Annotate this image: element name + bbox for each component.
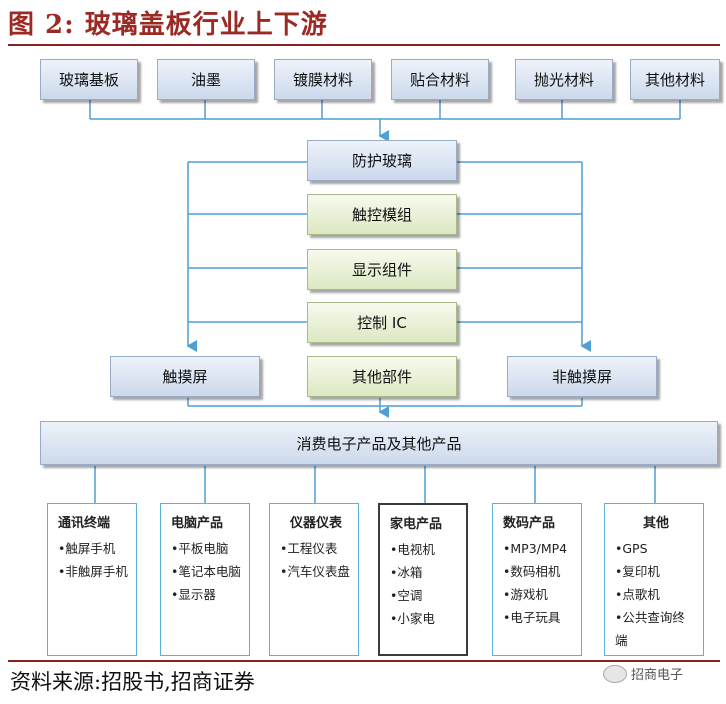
category-item: •复印机 [615, 564, 660, 579]
source-note: 资料来源:招股书,招商证券 [10, 670, 255, 694]
protective-glass-box: 防护玻璃 [307, 140, 457, 181]
consumer-electronics-bar: 消费电子产品及其他产品 [40, 421, 718, 465]
category-title: 通讯终端 [58, 516, 111, 531]
category-home-appliance: 家电产品 •电视机 •冰箱 •空调 •小家电 [378, 503, 468, 656]
category-item: •电视机 [390, 542, 435, 557]
non-touch-screen-label: 非触摸屏 [551, 368, 612, 386]
input-label: 抛光材料 [533, 71, 594, 89]
watermark: 招商电子 [603, 664, 683, 683]
input-glass-substrate: 玻璃基板 [40, 59, 138, 100]
display-component-box: 显示组件 [307, 249, 457, 290]
category-item: •点歌机 [615, 587, 660, 602]
category-item: •工程仪表 [280, 541, 338, 556]
watermark-text: 招商电子 [631, 668, 684, 683]
component-label: 控制 IC [357, 314, 407, 332]
category-item: •数码相机 [503, 564, 561, 579]
input-coating-material: 镀膜材料 [274, 59, 372, 100]
category-item: •非触屏手机 [58, 564, 128, 579]
touch-screen-box: 触摸屏 [110, 356, 260, 397]
category-item: •GPS [615, 541, 648, 556]
category-telecom: 通讯终端 •触屏手机 •非触屏手机 [47, 503, 137, 656]
category-title: 电脑产品 [171, 516, 224, 531]
category-title: 家电产品 [390, 517, 443, 532]
touch-screen-label: 触摸屏 [162, 368, 208, 386]
category-title: 数码产品 [503, 516, 556, 531]
page-title: 图 2: 玻璃盖板行业上下游 [8, 10, 328, 40]
category-item: •冰箱 [390, 565, 423, 580]
category-item: •空调 [390, 588, 423, 603]
category-digital: 数码产品 •MP3/MP4 •数码相机 •游戏机 •电子玩具 [492, 503, 582, 656]
category-item: •公共查询终端 [615, 610, 685, 648]
other-parts-box: 其他部件 [307, 356, 457, 397]
input-label: 镀膜材料 [292, 71, 353, 89]
consumer-electronics-label: 消费电子产品及其他产品 [296, 434, 462, 453]
input-bonding-material: 贴合材料 [391, 59, 489, 100]
category-item: •MP3/MP4 [503, 541, 568, 556]
input-other-material: 其他材料 [630, 59, 720, 100]
input-label: 油墨 [190, 71, 221, 89]
category-other: 其他 •GPS •复印机 •点歌机 •公共查询终端 [604, 503, 704, 656]
category-item: •触屏手机 [58, 541, 116, 556]
component-label: 显示组件 [351, 261, 412, 279]
category-item: •平板电脑 [171, 541, 229, 556]
category-item: •电子玩具 [503, 610, 561, 625]
category-title: 其他 [642, 516, 669, 531]
category-title: 仪器仪表 [289, 516, 342, 531]
input-label: 玻璃基板 [58, 71, 119, 89]
input-label: 其他材料 [644, 71, 705, 89]
touch-module-box: 触控模组 [307, 194, 457, 235]
category-item: •游戏机 [503, 587, 548, 602]
protective-glass-label: 防护玻璃 [351, 152, 412, 170]
input-label: 贴合材料 [409, 71, 470, 89]
control-ic-box: 控制 IC [307, 302, 457, 343]
footer-rule [8, 660, 720, 662]
category-item: •汽车仪表盘 [280, 564, 350, 579]
input-polishing-material: 抛光材料 [515, 59, 613, 100]
category-instruments: 仪器仪表 •工程仪表 •汽车仪表盘 [269, 503, 359, 656]
wechat-icon [603, 664, 627, 683]
other-parts-label: 其他部件 [351, 368, 412, 386]
category-item: •小家电 [390, 611, 435, 626]
category-item: •笔记本电脑 [171, 564, 241, 579]
category-computer: 电脑产品 •平板电脑 •笔记本电脑 •显示器 [160, 503, 250, 656]
input-ink: 油墨 [157, 59, 255, 100]
category-item: •显示器 [171, 587, 216, 602]
component-label: 触控模组 [351, 206, 412, 224]
title-rule [8, 44, 720, 46]
non-touch-screen-box: 非触摸屏 [507, 356, 657, 397]
